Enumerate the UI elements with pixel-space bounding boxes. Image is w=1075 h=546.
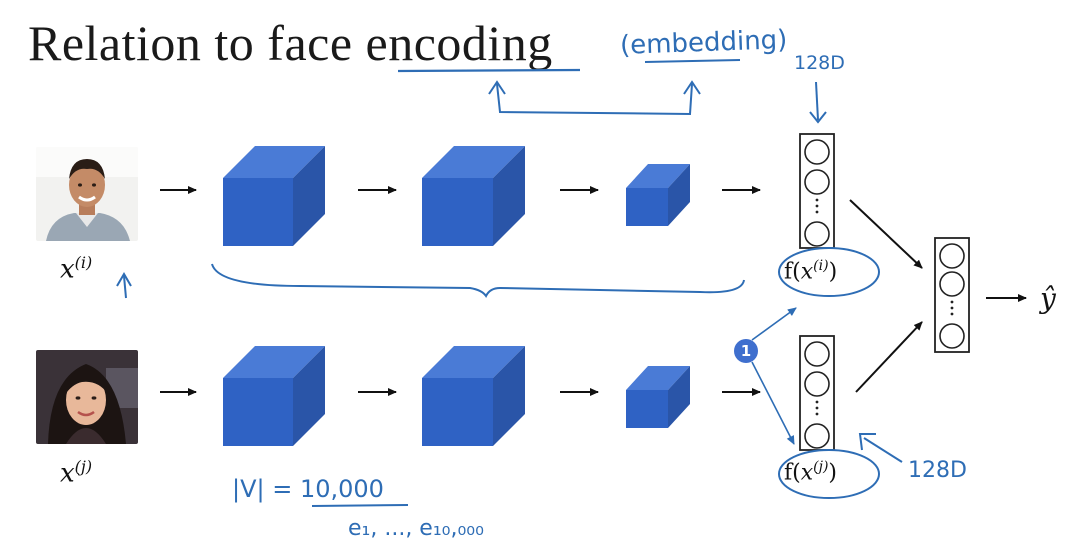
encoding-bottom-f: f(	[784, 460, 801, 486]
annotation-vectors: e₁, ..., e₁₀,₀₀₀	[348, 516, 484, 541]
input-top-uparrowhead	[116, 272, 132, 287]
encoding-bottom-sup: (j)	[813, 459, 829, 475]
link-bracket	[496, 83, 693, 116]
cube-bottom-2	[422, 346, 525, 446]
cube-bottom-1	[223, 346, 325, 446]
input-label-top: x(i)	[60, 253, 92, 285]
dim-top-arrow	[815, 81, 819, 121]
slide-title: Relation to face encoding	[28, 15, 553, 71]
encoding-circle-top	[778, 247, 880, 297]
embedding-underline	[644, 59, 741, 63]
dim-bottom-arrow	[863, 437, 903, 463]
encoding-top-close: )	[828, 259, 838, 285]
annotation-vocab: |V| = 10,000	[232, 475, 384, 503]
input-label-top-base: x	[60, 254, 75, 285]
encoding-circle-bottom	[778, 449, 880, 499]
face-image-bottom	[36, 350, 138, 444]
input-label-bottom: x(j)	[60, 457, 92, 489]
step-badge: 1	[734, 339, 758, 363]
link-bracket-arrow-right	[683, 80, 701, 95]
badge-arrow-down	[751, 361, 795, 445]
input-label-top-sup: (i)	[74, 253, 93, 272]
badge-arrow-up	[751, 307, 797, 341]
dim-top-arrowhead	[809, 111, 827, 124]
cube-top-1	[223, 146, 325, 246]
encoding-bottom-close: )	[828, 460, 838, 486]
annotation-dim-top: 128D	[794, 52, 845, 74]
annotation-dim-bottom: 128D	[908, 458, 967, 483]
cube-top-2	[422, 146, 525, 246]
top-cubes-brace	[211, 263, 745, 298]
encoding-vector-top	[799, 133, 835, 249]
encoding-top-x: x	[800, 259, 814, 285]
encoding-label-bottom: f(x(j))	[784, 459, 837, 485]
encoding-vector-bottom	[799, 335, 835, 451]
encoding-top-sup: (i)	[813, 258, 829, 274]
cube-top-3	[626, 164, 690, 226]
cube-bottom-3	[626, 366, 690, 428]
encoding-label-top: f(x(i))	[784, 258, 837, 284]
link-bracket-arrow-left	[488, 80, 506, 95]
title-underline	[397, 68, 581, 73]
arrow-to-output-bottom	[855, 321, 923, 393]
input-label-bottom-base: x	[60, 458, 75, 489]
output-label: ŷ	[1040, 282, 1056, 315]
encoding-top-f: f(	[784, 259, 801, 285]
arrow-to-output-top	[849, 199, 923, 269]
output-vector	[934, 237, 970, 353]
input-label-bottom-sup: (j)	[74, 457, 93, 476]
input-top-uparrow	[123, 275, 127, 299]
dim-bottom-arrowhead	[858, 433, 876, 451]
vocab-underline	[311, 504, 409, 507]
encoding-bottom-x: x	[800, 460, 814, 486]
face-image-top	[36, 147, 138, 241]
